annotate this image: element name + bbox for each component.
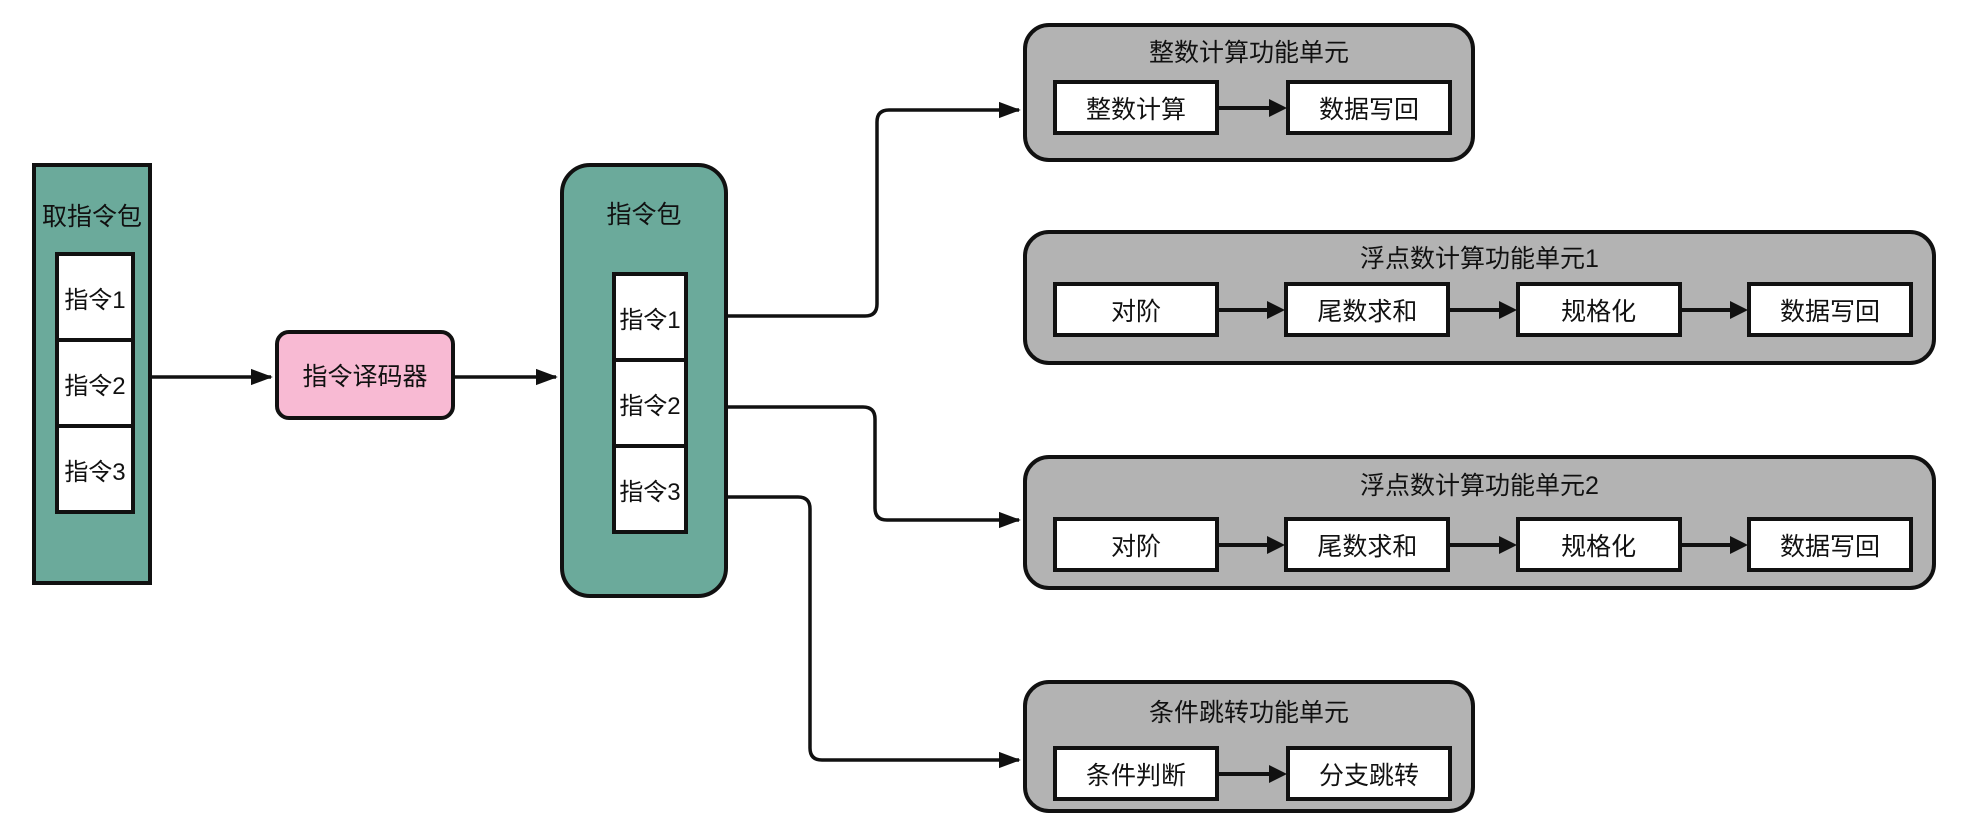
float-unit1-title: 浮点数计算功能单元1	[1360, 245, 1599, 273]
branch-unit-stages: 条件判断 分支跳转	[1027, 746, 1471, 801]
stage-fp2-mantissa-sum[interactable]: 尾数求和	[1284, 517, 1451, 572]
float-unit2-title: 浮点数计算功能单元2	[1360, 472, 1599, 500]
stage-integer-writeback[interactable]: 数据写回	[1286, 80, 1452, 135]
integer-unit-title: 整数计算功能单元	[1148, 39, 1349, 67]
stage-fp1-mantissa-sum[interactable]: 尾数求和	[1284, 282, 1451, 337]
stage-fp1-writeback[interactable]: 数据写回	[1746, 282, 1913, 337]
fetch-instruction-3[interactable]: 指令3	[55, 424, 135, 514]
packet-instruction-2[interactable]: 指令2	[612, 358, 688, 448]
arrow-right-icon	[1450, 307, 1500, 312]
packet-instruction-1[interactable]: 指令1	[612, 272, 688, 362]
integer-unit-box[interactable]: 整数计算功能单元 整数计算 数据写回	[1023, 23, 1475, 162]
fetch-packet-title: 取指令包	[41, 203, 142, 231]
integer-unit-stages: 整数计算 数据写回	[1027, 80, 1471, 135]
stage-condition-judge[interactable]: 条件判断	[1053, 746, 1219, 801]
arrow-right-icon	[1219, 105, 1270, 110]
connector-instruction2-to-float-unit2	[687, 405, 1021, 529]
arrow-right-icon	[1219, 771, 1270, 776]
arrow-right-icon	[1219, 307, 1269, 312]
arrow-right-icon	[1681, 542, 1731, 547]
stage-fp2-align[interactable]: 对阶	[1053, 517, 1219, 572]
branch-unit-title: 条件跳转功能单元	[1148, 699, 1349, 727]
instruction-packet-box[interactable]: 指令包 指令1 指令2 指令3	[560, 163, 728, 598]
connector-instruction3-to-branch-unit	[687, 495, 1021, 769]
stage-fp1-normalize[interactable]: 规格化	[1515, 282, 1682, 337]
float-unit1-box[interactable]: 浮点数计算功能单元1 对阶 尾数求和 规格化 数据写回	[1023, 230, 1936, 365]
packet-instruction-3[interactable]: 指令3	[612, 444, 688, 534]
arrow-right-icon	[1219, 542, 1269, 547]
instruction-decoder-box[interactable]: 指令译码器	[275, 330, 455, 420]
float-unit2-stages: 对阶 尾数求和 规格化 数据写回	[1027, 517, 1932, 572]
float-unit2-box[interactable]: 浮点数计算功能单元2 对阶 尾数求和 规格化 数据写回	[1023, 455, 1936, 590]
stage-integer-compute[interactable]: 整数计算	[1053, 80, 1219, 135]
fetch-instruction-2[interactable]: 指令2	[55, 338, 135, 428]
instruction-packet-title: 指令包	[606, 201, 682, 229]
stage-fp1-align[interactable]: 对阶	[1053, 282, 1219, 337]
stage-fp2-writeback[interactable]: 数据写回	[1746, 517, 1913, 572]
branch-unit-box[interactable]: 条件跳转功能单元 条件判断 分支跳转	[1023, 680, 1475, 813]
arrow-right-icon	[1681, 307, 1731, 312]
float-unit1-stages: 对阶 尾数求和 规格化 数据写回	[1027, 282, 1932, 337]
stage-fp2-normalize[interactable]: 规格化	[1515, 517, 1682, 572]
stage-branch-jump[interactable]: 分支跳转	[1286, 746, 1452, 801]
fetch-packet-box[interactable]: 取指令包 指令1 指令2 指令3	[32, 163, 152, 585]
arrow-right-icon	[1450, 542, 1500, 547]
fetch-instruction-1[interactable]: 指令1	[55, 252, 135, 342]
connector-instruction1-to-integer-unit	[687, 101, 1021, 318]
